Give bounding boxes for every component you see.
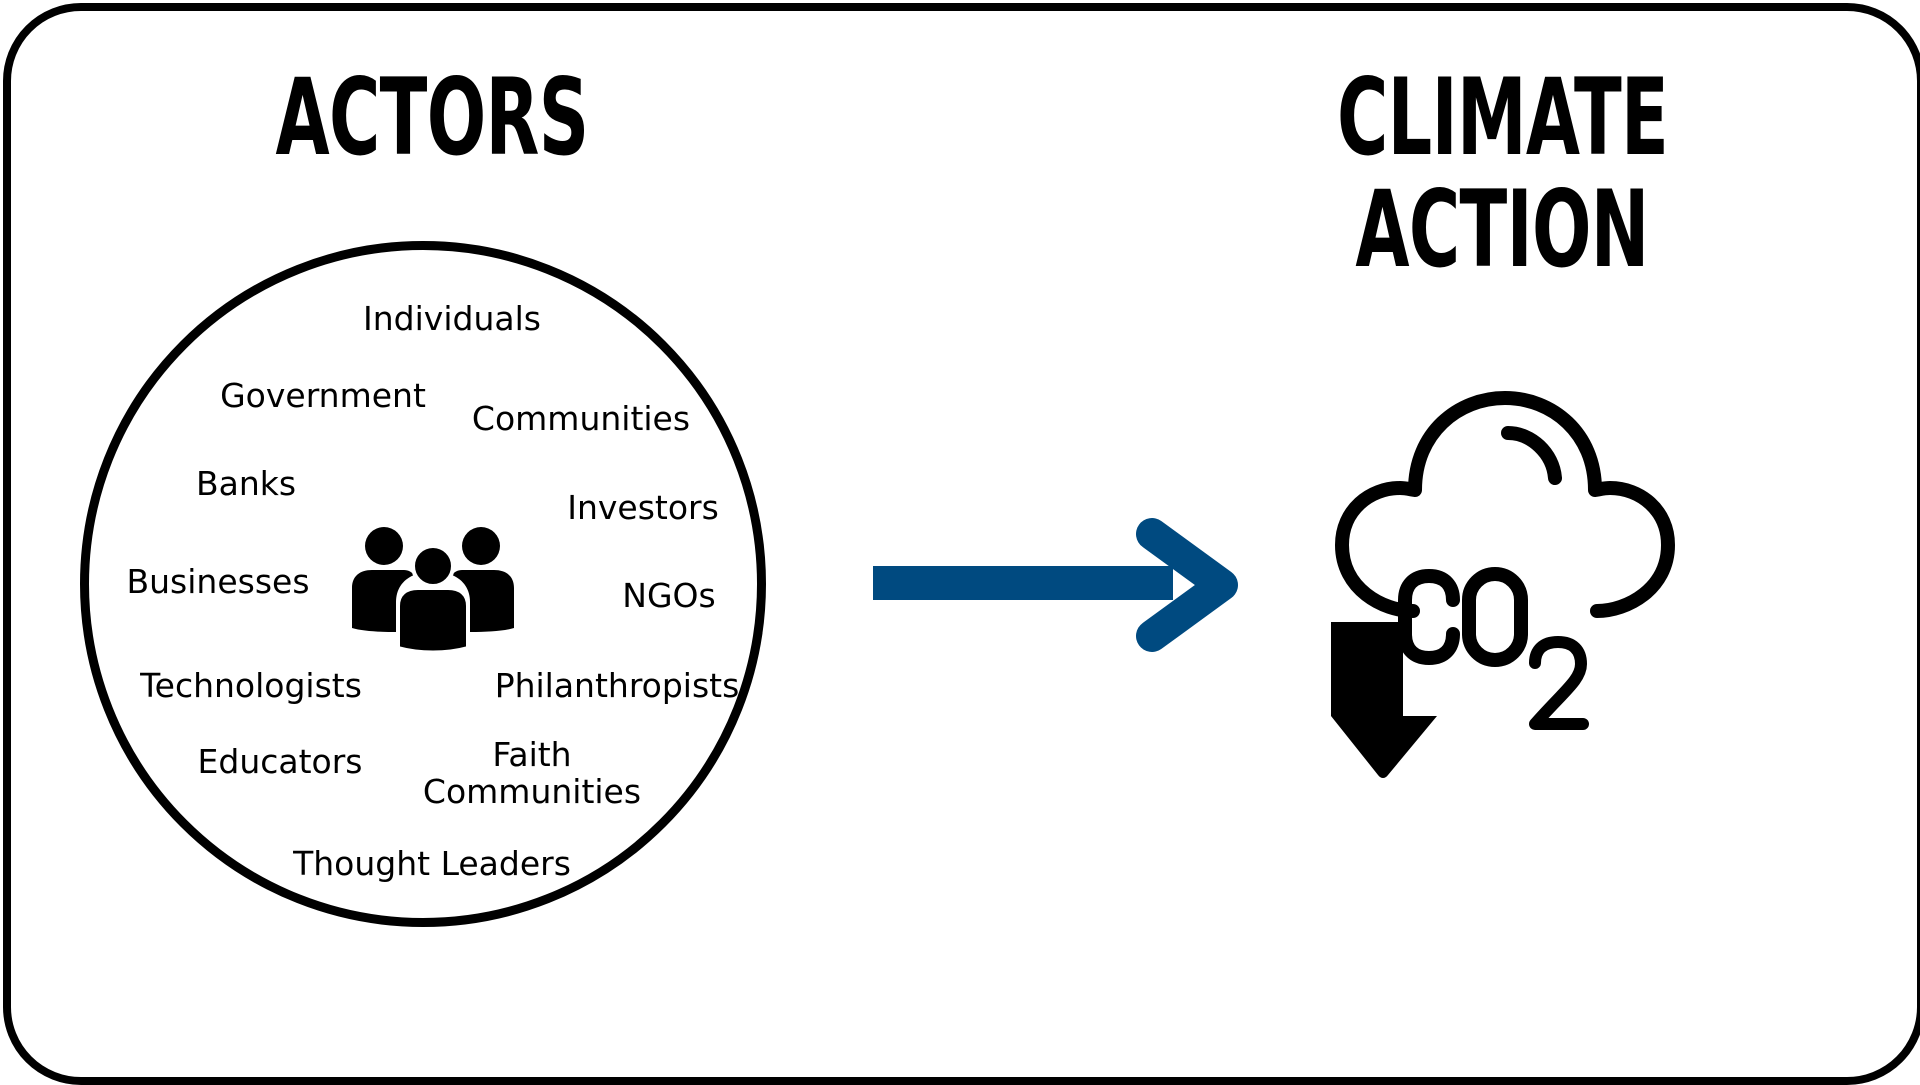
climate-action-heading: CLIMATE ACTION — [1337, 56, 1669, 291]
actor-label-thought-leaders: Thought Leaders — [293, 844, 571, 883]
actor-label-ngos: NGOs — [622, 576, 716, 615]
climate-action-heading-line-2: ACTION — [1355, 168, 1649, 291]
actors-circle — [80, 241, 766, 927]
actor-label-educators: Educators — [197, 742, 363, 781]
actor-label-communities: Communities — [471, 399, 691, 438]
arrow-right-icon — [873, 518, 1238, 652]
actor-label-businesses: Businesses — [126, 562, 310, 601]
actor-label-investors: Investors — [567, 488, 719, 527]
people-group-icon — [352, 527, 514, 652]
actors-heading: ACTORS — [275, 56, 590, 179]
actor-label-individuals: Individuals — [363, 299, 541, 338]
arrow-shaft — [873, 566, 1173, 600]
down-arrow-shape — [1331, 622, 1437, 778]
actor-label-philanthropists: Philanthropists — [494, 666, 740, 705]
arrow-head — [1136, 518, 1238, 652]
climate-action-heading-line-1: CLIMATE — [1337, 56, 1669, 179]
co2-reduction-cloud-icon — [1331, 391, 1675, 778]
actor-label-government: Government — [220, 376, 426, 415]
actor-label-technologists: Technologists — [140, 666, 362, 705]
actor-label-faith-communities: Faith Communities — [422, 735, 642, 811]
actor-label-banks: Banks — [195, 464, 297, 503]
